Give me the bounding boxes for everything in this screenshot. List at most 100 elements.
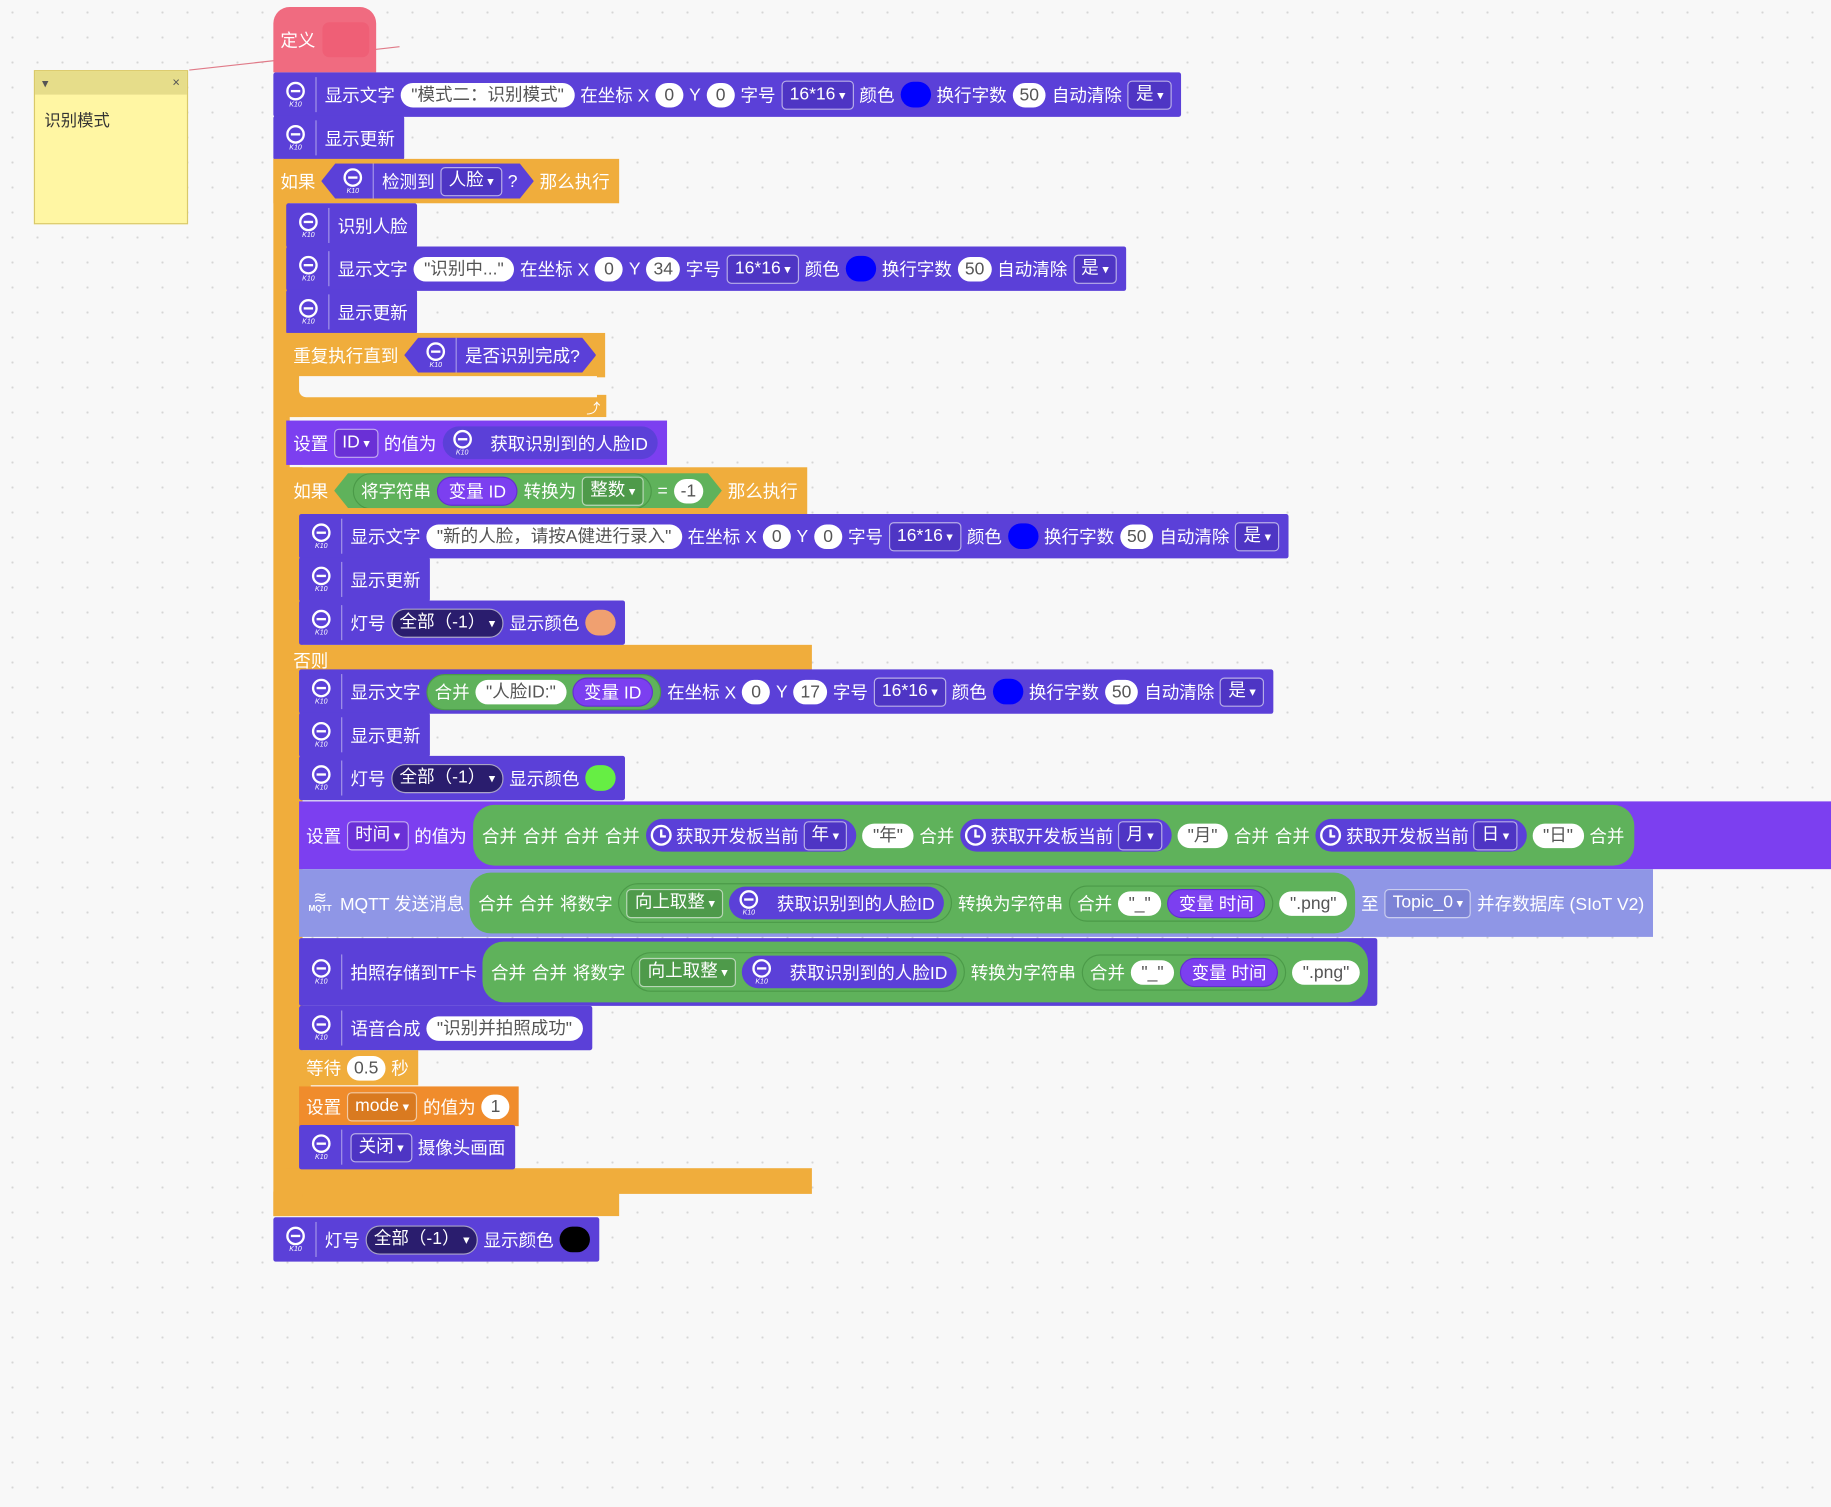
clear-dropdown[interactable]: 是	[1220, 676, 1265, 707]
led-color-block-3[interactable]: K10 灯号 全部（-1） 显示颜色	[273, 1217, 600, 1262]
camera-state-dropdown[interactable]: 关闭	[350, 1132, 412, 1162]
color-swatch[interactable]	[900, 81, 931, 108]
day-dropdown[interactable]: 日	[1473, 820, 1518, 850]
x-input[interactable]: 0	[762, 523, 791, 549]
month-dropdown[interactable]: 月	[1117, 820, 1162, 850]
wrap-input[interactable]: 50	[1012, 82, 1047, 107]
underscore-input[interactable]: "_"	[1130, 959, 1175, 985]
clear-dropdown[interactable]: 是	[1235, 521, 1280, 551]
if-detect-block[interactable]: 如果 K10 检测到 人脸 ? 那么执行	[273, 158, 620, 204]
compare-condition[interactable]: 将字符串 变量 ID 转换为 整数 = -1	[334, 473, 722, 508]
recognize-face-block[interactable]: K10 识别人脸	[286, 203, 418, 248]
note-collapse-icon[interactable]: ▾	[42, 76, 49, 91]
x-input[interactable]: 0	[595, 256, 624, 281]
led-color-swatch[interactable]	[585, 765, 616, 791]
get-face-id-reporter[interactable]: K10 获取识别到的人脸ID	[728, 886, 944, 920]
clear-dropdown[interactable]: 是	[1127, 80, 1172, 110]
mode-value-input[interactable]: 1	[481, 1094, 510, 1119]
mqtt-send-block[interactable]: ≋MQTT MQTT 发送消息 合并 合并 将数字 向上取整 K10 获取识别到…	[299, 869, 1654, 937]
month-suffix-input[interactable]: "月"	[1177, 822, 1229, 848]
font-dropdown[interactable]: 16*16	[888, 521, 962, 551]
clear-dropdown[interactable]: 是	[1073, 254, 1118, 284]
led-index-dropdown[interactable]: 全部（-1）	[365, 1224, 478, 1255]
photo-tf-block[interactable]: K10 拍照存储到TF卡 合并 合并 将数字 向上取整 K10 获取识别到的人脸…	[299, 938, 1378, 1006]
ceil-dropdown[interactable]: 向上取整	[626, 888, 724, 918]
detect-condition[interactable]: K10 检测到 人脸 ?	[321, 164, 534, 199]
font-dropdown[interactable]: 16*16	[873, 676, 946, 707]
font-dropdown[interactable]: 16*16	[726, 254, 799, 284]
compare-value-input[interactable]: -1	[674, 478, 704, 503]
display-update-block-3[interactable]: K10 显示更新	[299, 557, 430, 602]
variable-dropdown[interactable]: ID	[334, 428, 379, 458]
type-dropdown[interactable]: 整数	[582, 476, 643, 505]
wait-block[interactable]: 等待 0.5 秒	[299, 1050, 419, 1086]
if-compare-block[interactable]: 如果 将字符串 变量 ID 转换为 整数 = -1 那么执行	[286, 467, 808, 515]
get-board-day-reporter[interactable]: 获取开发板当前 日	[1315, 818, 1527, 852]
color-swatch[interactable]	[992, 678, 1024, 705]
day-suffix-input[interactable]: "日"	[1532, 822, 1584, 848]
topic-dropdown[interactable]: Topic_0	[1384, 888, 1472, 918]
face-id-text-input[interactable]: "人脸ID:"	[475, 679, 567, 704]
led-color-block-1[interactable]: K10 灯号 全部（-1） 显示颜色	[299, 600, 625, 645]
y-input[interactable]: 34	[646, 256, 680, 281]
get-face-id-reporter[interactable]: K10 获取识别到的人脸ID	[741, 955, 957, 989]
get-board-year-reporter[interactable]: 获取开发板当前 年	[645, 818, 857, 852]
year-suffix-input[interactable]: "年"	[862, 822, 914, 848]
color-swatch[interactable]	[1007, 523, 1039, 550]
merge-reporter-photo[interactable]: 合并 合并 将数字 向上取整 K10 获取识别到的人脸ID 转换为字符串 合并 …	[482, 941, 1368, 1003]
show-text-block-4[interactable]: K10 显示文字 合并 "人脸ID:" 变量 ID 在坐标 X 0 Y 17 字…	[299, 669, 1274, 714]
x-input[interactable]: 0	[742, 679, 771, 704]
get-face-id-reporter[interactable]: K10 获取识别到的人脸ID	[442, 426, 658, 460]
font-dropdown[interactable]: 16*16	[781, 80, 854, 110]
camera-view-block[interactable]: K10 关闭 摄像头画面	[299, 1124, 515, 1170]
var-time-reporter[interactable]: 变量 时间	[1167, 888, 1266, 918]
wrap-input[interactable]: 50	[1104, 679, 1139, 704]
define-name-slot[interactable]	[322, 22, 370, 58]
display-update-block-2[interactable]: K10 显示更新	[286, 289, 418, 335]
note-close-icon[interactable]: ×	[172, 75, 180, 90]
x-input[interactable]: 0	[655, 82, 684, 107]
show-text-block-2[interactable]: K10 显示文字 "识别中..." 在坐标 X 0 Y 34 字号 16*16 …	[286, 246, 1127, 291]
mode-variable-dropdown[interactable]: mode	[346, 1091, 418, 1121]
led-color-block-2[interactable]: K10 灯号 全部（-1） 显示颜色	[299, 755, 625, 801]
merge-reporter-time[interactable]: 合并 合并 合并 合并 获取开发板当前 年 "年" 合并 获取开发板当前 月 "…	[472, 804, 1634, 866]
led-color-swatch[interactable]	[585, 609, 616, 636]
wrap-input[interactable]: 50	[1119, 523, 1154, 549]
led-index-dropdown[interactable]: 全部（-1）	[391, 608, 504, 638]
merge-reporter[interactable]: 合并 "人脸ID:" 变量 ID	[426, 673, 662, 710]
y-input[interactable]: 17	[793, 679, 827, 704]
var-id-reporter[interactable]: 变量 ID	[572, 676, 654, 707]
var-time-reporter[interactable]: 变量 时间	[1179, 957, 1279, 987]
color-swatch[interactable]	[845, 255, 877, 282]
merge-reporter-mqtt[interactable]: 合并 合并 将数字 向上取整 K10 获取识别到的人脸ID 转换为字符串 合并 …	[470, 872, 1356, 934]
is-done-condition[interactable]: K10 是否识别完成?	[404, 338, 596, 373]
text-input[interactable]: "模式二：识别模式"	[400, 82, 575, 107]
set-id-block[interactable]: 设置 ID 的值为 K10 获取识别到的人脸ID	[286, 420, 667, 465]
y-input[interactable]: 0	[706, 82, 735, 107]
get-board-month-reporter[interactable]: 获取开发板当前 月	[960, 818, 1172, 852]
set-time-block[interactable]: 设置 时间 的值为 合并 合并 合并 合并 获取开发板当前 年 "年" 合并 获…	[299, 801, 1831, 870]
show-text-block-1[interactable]: K10 显示文字 "模式二：识别模式" 在坐标 X 0 Y 0 字号 16*16…	[273, 72, 1182, 117]
show-text-block-3[interactable]: K10 显示文字 "新的人脸，请按A健进行录入" 在坐标 X 0 Y 0 字号 …	[299, 514, 1289, 559]
ceil-reporter[interactable]: 向上取整 K10 获取识别到的人脸ID	[618, 883, 953, 923]
png-input[interactable]: ".png"	[1292, 959, 1360, 985]
wrap-input[interactable]: 50	[957, 256, 992, 281]
display-update-block-1[interactable]: K10 显示更新	[273, 115, 405, 161]
tts-block[interactable]: K10 语音合成 "识别并拍照成功"	[299, 1005, 592, 1051]
tts-text-input[interactable]: "识别并拍照成功"	[426, 1015, 583, 1041]
variable-dropdown[interactable]: 时间	[346, 820, 409, 850]
sticky-note[interactable]: ▾ × 识别模式	[33, 70, 189, 225]
merge-underscore-time[interactable]: 合并 "_" 变量 时间	[1068, 884, 1274, 922]
wait-seconds-input[interactable]: 0.5	[346, 1055, 386, 1081]
repeat-empty-slot[interactable]	[299, 376, 597, 398]
merge-underscore-time[interactable]: 合并 "_" 变量 时间	[1081, 953, 1287, 991]
ceil-reporter[interactable]: 向上取整 K10 获取识别到的人脸ID	[631, 952, 965, 992]
text-input[interactable]: "新的人脸，请按A健进行录入"	[426, 523, 682, 549]
png-input[interactable]: ".png"	[1279, 890, 1348, 916]
string-convert-reporter[interactable]: 将字符串 变量 ID 转换为 整数	[353, 473, 652, 509]
note-text[interactable]: 识别模式	[44, 110, 110, 130]
repeat-until-block[interactable]: 重复执行直到 K10 是否识别完成?	[286, 332, 606, 378]
led-index-dropdown[interactable]: 全部（-1）	[391, 763, 504, 793]
detect-target-dropdown[interactable]: 人脸	[440, 166, 501, 195]
y-input[interactable]: 0	[814, 523, 843, 549]
